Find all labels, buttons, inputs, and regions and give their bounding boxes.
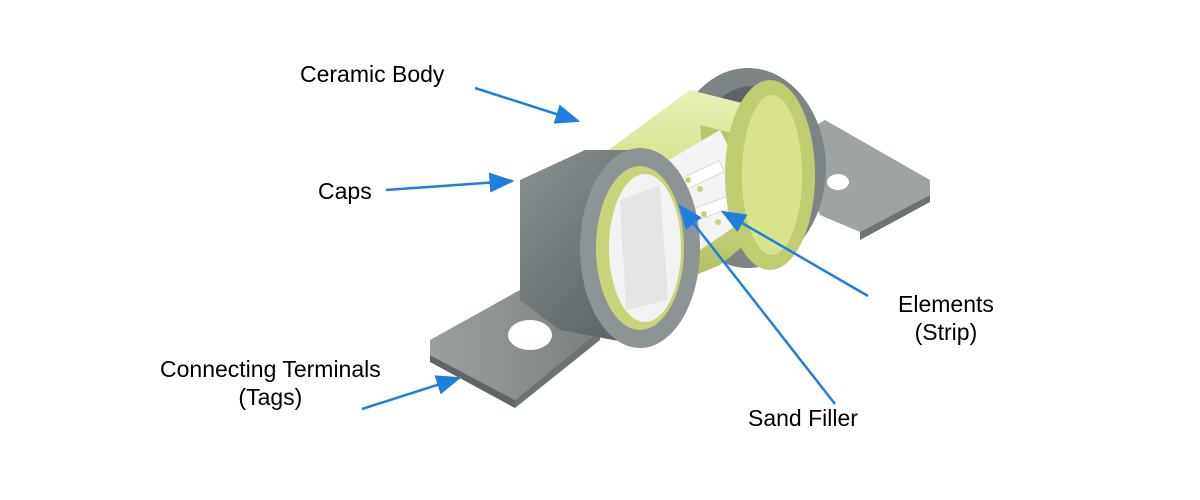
terminals-label-line2: (Tags) (238, 384, 303, 410)
pointer-arrows (361, 86, 869, 411)
sand-filler-label: Sand Filler (748, 405, 858, 431)
terminals-label-line1: Connecting Terminals (160, 356, 381, 382)
caps-label: Caps (318, 178, 372, 204)
arrow-caps (385, 172, 515, 193)
elements-label-line2: (Strip) (914, 319, 978, 345)
back-terminal-tag (790, 120, 930, 240)
arrow-elements (720, 210, 869, 298)
ceramic-body-label: Ceramic Body (300, 61, 445, 87)
elements-label-line1: Elements (898, 291, 994, 317)
front-cap (520, 148, 700, 348)
arrow-terminals (361, 375, 462, 411)
arrow-sand-filler (678, 204, 836, 405)
ceramic-ring (725, 80, 815, 270)
elements-label: Elements (Strip) (898, 290, 994, 346)
connecting-terminals-label: Connecting Terminals (Tags) (160, 355, 381, 411)
arrow-ceramic-body (474, 86, 581, 124)
